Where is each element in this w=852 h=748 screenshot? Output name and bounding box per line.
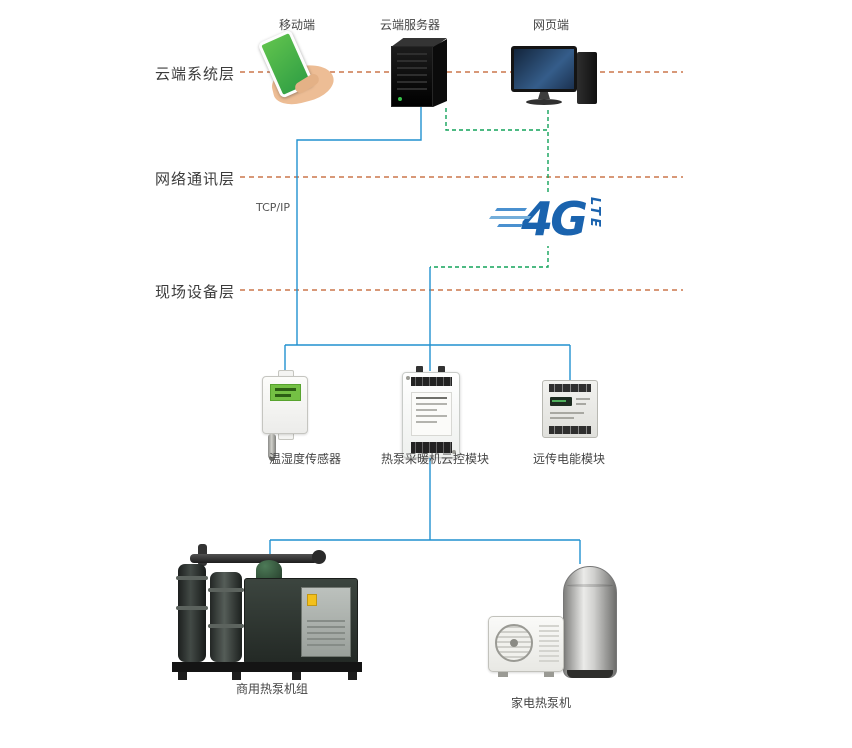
cloud-control-module-illustration bbox=[398, 364, 464, 462]
meter-terminals-bottom bbox=[549, 426, 591, 434]
tcpip-wires bbox=[269, 107, 581, 564]
energy-meter-module-illustration bbox=[540, 376, 602, 444]
server-side-face bbox=[433, 39, 447, 107]
speed-line-icon bbox=[488, 216, 532, 219]
sensor-body bbox=[262, 376, 308, 434]
speed-line-icon bbox=[494, 208, 528, 211]
temp-humidity-sensor-illustration bbox=[252, 370, 318, 461]
compressor-dome bbox=[256, 560, 282, 580]
meter-text-line bbox=[576, 403, 586, 405]
foot bbox=[178, 672, 187, 680]
lte-logo-text: LTE bbox=[587, 197, 602, 230]
monitor-icon bbox=[511, 46, 577, 92]
heat-exchanger-cylinder bbox=[178, 564, 206, 662]
foot bbox=[498, 672, 508, 677]
web-caption: 网页端 bbox=[532, 18, 569, 32]
meter-text-line bbox=[576, 398, 590, 400]
module-connector bbox=[416, 366, 423, 374]
server-vent-slots bbox=[397, 53, 427, 93]
flange bbox=[176, 606, 208, 610]
lcd-text-line bbox=[275, 394, 291, 397]
panel-vents bbox=[307, 620, 345, 650]
4g-lte-logo: 4G LTE bbox=[488, 192, 606, 246]
server-led bbox=[398, 97, 402, 101]
label-text-line bbox=[416, 409, 438, 411]
pipe bbox=[190, 554, 318, 563]
module-label bbox=[411, 392, 452, 436]
commercial-caption: 商用热泵机组 bbox=[235, 682, 308, 696]
monitor-base bbox=[526, 99, 562, 105]
electrical-panel bbox=[301, 587, 351, 657]
commercial-heat-pump-illustration bbox=[170, 540, 368, 686]
4g-wires bbox=[430, 108, 549, 268]
monitor-neck bbox=[538, 92, 550, 99]
foot bbox=[348, 672, 357, 680]
screw bbox=[406, 376, 410, 380]
meter-text-line bbox=[550, 417, 574, 419]
web-terminal-illustration bbox=[505, 44, 599, 110]
meter-caption: 远传电能模块 bbox=[532, 452, 605, 466]
server-front-face bbox=[391, 46, 433, 107]
foot bbox=[544, 672, 554, 677]
sensor-probe bbox=[268, 434, 276, 459]
terminal-strip-top bbox=[411, 377, 452, 386]
meter-digits bbox=[552, 400, 566, 402]
sensor-caption: 温湿度传感器 bbox=[268, 452, 341, 466]
warning-sticker bbox=[307, 594, 317, 606]
server-4g-wire bbox=[430, 108, 549, 268]
tank-seam bbox=[567, 584, 613, 587]
terminal-strip-bottom bbox=[411, 442, 452, 453]
network-layer-label: 网络通讯层 bbox=[155, 170, 236, 188]
speed-line-icon bbox=[496, 224, 524, 227]
outdoor-unit bbox=[488, 616, 564, 672]
sensor-lcd bbox=[270, 384, 301, 401]
flange bbox=[208, 624, 244, 628]
pc-tower-icon bbox=[577, 52, 597, 104]
sensor-probe-tip bbox=[269, 457, 275, 461]
controller-caption: 热泵采暖机云控模块 bbox=[380, 452, 489, 466]
module-connector bbox=[438, 366, 445, 374]
label-text-line bbox=[416, 421, 438, 423]
lcd-text-line bbox=[275, 388, 296, 391]
meter-terminals-top bbox=[549, 384, 591, 392]
base-frame bbox=[172, 662, 362, 672]
foot bbox=[232, 672, 241, 680]
server-top-face bbox=[391, 38, 447, 47]
tank-base bbox=[567, 670, 613, 678]
server-to-field-wire bbox=[296, 107, 422, 345]
unit-cabinet bbox=[244, 578, 358, 664]
meter-body bbox=[542, 380, 598, 438]
mobile-caption: 移动端 bbox=[278, 18, 315, 32]
foot bbox=[292, 672, 301, 680]
4g-logo-text: 4G bbox=[521, 192, 588, 246]
mobile-device-illustration bbox=[252, 29, 344, 109]
label-text-line bbox=[416, 397, 447, 399]
field-layer-label: 现场设备层 bbox=[155, 283, 236, 301]
monitor-screen-glass bbox=[514, 49, 574, 89]
pipe-elbow bbox=[312, 550, 326, 564]
fan-hub bbox=[510, 639, 518, 647]
household-heat-pump-illustration bbox=[486, 560, 622, 686]
cloud-layer-label: 云端系统层 bbox=[155, 65, 236, 83]
label-text-line bbox=[416, 415, 447, 417]
water-tank bbox=[563, 566, 617, 678]
screw bbox=[452, 450, 456, 454]
household-caption: 家电热泵机 bbox=[510, 696, 571, 710]
tcpip-label: TCP/IP bbox=[256, 201, 290, 214]
heat-exchanger-cylinder bbox=[210, 572, 242, 662]
module-body bbox=[402, 372, 460, 458]
label-text-line bbox=[416, 403, 447, 405]
meter-text-line bbox=[550, 412, 584, 414]
cloud-server-illustration bbox=[383, 38, 463, 110]
flange bbox=[208, 588, 244, 592]
server-caption: 云端服务器 bbox=[379, 18, 440, 32]
flange bbox=[176, 576, 208, 580]
side-vents bbox=[539, 625, 559, 663]
